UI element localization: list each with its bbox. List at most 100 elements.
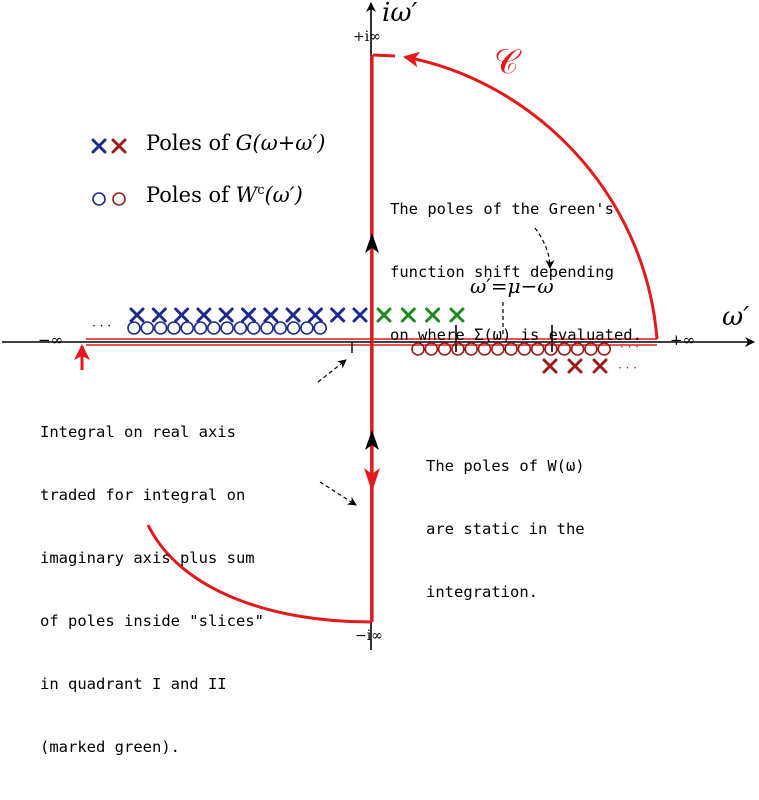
legend-w-arg: (ω′) — [264, 183, 303, 207]
pole-cross-red — [567, 358, 583, 374]
pole-cross-blue — [352, 307, 368, 323]
legend-w-prefix: Poles of — [146, 183, 236, 207]
legend-w-sup: c — [257, 183, 265, 198]
pole-cross-green — [376, 307, 392, 323]
pole-circle-red — [570, 342, 585, 356]
pole-circle-red — [557, 342, 572, 356]
g-poles-blue — [129, 307, 368, 323]
dots-left: · · · — [92, 319, 112, 333]
pole-circle-red — [451, 342, 465, 356]
pole-cross-blue — [285, 307, 301, 323]
contour-label: 𝒞 — [494, 42, 519, 82]
pole-circle-red — [597, 342, 612, 356]
pole-circle-red — [530, 342, 545, 356]
legend-circle-icons — [92, 192, 126, 206]
note-green-shift-line: The poles of the Green's — [390, 200, 614, 218]
legend-circle-red-icon — [112, 192, 126, 206]
pole-cross-green — [400, 307, 416, 323]
dots-right-crosses: · · · — [618, 361, 638, 375]
pole-circle-red — [424, 342, 439, 356]
diagram-svg — [2, 2, 755, 650]
pole-circle-red — [437, 342, 452, 356]
w-poles-red — [411, 342, 612, 356]
pole-circle-blue — [207, 321, 221, 335]
pole-cross-red — [542, 358, 558, 374]
legend-w-math: W — [235, 183, 258, 207]
leader-real-axis — [317, 359, 347, 383]
note-w-static-line: are static in the — [426, 520, 585, 538]
note-green-shift-line: function shift depending — [390, 263, 614, 281]
pole-circle-red — [477, 342, 492, 356]
pole-cross-blue — [241, 307, 256, 323]
pole-cross-blue — [151, 307, 167, 323]
note-w-static-line: integration. — [426, 583, 538, 601]
pole-cross-blue — [218, 307, 234, 323]
dots-right-circles: · · · — [620, 340, 640, 354]
pole-circle-red — [584, 342, 598, 356]
real-axis-label: ω′ — [722, 302, 750, 332]
arrow-imag-up-2 — [365, 430, 379, 450]
pole-circle-blue — [153, 321, 168, 335]
pole-circle-blue — [313, 321, 328, 335]
legend-cross-icons — [91, 138, 127, 154]
pole-circle-red — [464, 342, 479, 356]
pole-circle-blue — [220, 321, 234, 335]
pole-circle-red — [411, 342, 425, 356]
pole-cross-blue — [330, 307, 346, 323]
note-real-axis-line: (marked green). — [40, 738, 180, 756]
legend-circle-blue-icon — [92, 192, 106, 206]
contour-arc-lower — [146, 524, 372, 624]
leader-green-shift — [534, 227, 555, 269]
contour-arc-upper — [403, 51, 659, 340]
contour-arc-top-join — [372, 53, 396, 58]
pole-circle-blue — [286, 321, 301, 335]
note-real-axis-line: Integral on real axis — [40, 423, 236, 441]
w-poles-blue — [127, 321, 328, 335]
pole-circle-blue — [273, 321, 288, 335]
pole-cross-blue — [263, 307, 279, 323]
plus-inf-label: +∞ — [670, 331, 696, 349]
contour-diagram: iω′ ω′ +i∞ −i∞ +∞ −∞ 𝒞 Poles of G(ω+ω′) … — [2, 0, 755, 756]
pole-circle-blue — [140, 321, 155, 335]
note-w-static-line: The poles of W(ω) — [426, 457, 585, 475]
pole-circle-red — [517, 342, 532, 356]
pole-cross-blue — [174, 307, 190, 323]
note-green-shift-line: on where Σ(ω) is evaluated. — [390, 326, 642, 344]
legend-cross-red-icon — [111, 138, 127, 154]
g-poles-red — [542, 358, 608, 374]
leader-slices — [319, 481, 357, 506]
arrow-imag-up-1 — [365, 233, 379, 253]
legend-cross-blue-icon — [91, 138, 107, 154]
note-real-axis-line: in quadrant I and II — [40, 675, 227, 693]
legend-g-poles: Poles of G(ω+ω′) — [146, 131, 325, 155]
note-real-axis: Integral on real axis traded for integra… — [40, 380, 264, 800]
pole-circle-blue — [260, 321, 274, 335]
pole-circle-blue — [167, 321, 181, 335]
legend-w-poles: Poles of Wc(ω′) — [146, 183, 303, 207]
note-real-axis-line: traded for integral on — [40, 486, 246, 504]
pole-circle-blue — [233, 321, 248, 335]
pole-cross-red — [592, 358, 608, 374]
pole-circle-blue — [127, 321, 141, 335]
arrow-imag-down — [364, 468, 380, 492]
minus-i-inf-label: −i∞ — [355, 628, 383, 644]
note-real-axis-line: imaginary axis plus sum — [40, 549, 255, 567]
pole-circle-blue — [193, 321, 208, 335]
note-green-shift: The poles of the Green's function shift … — [390, 157, 642, 388]
pole-circle-blue — [246, 321, 261, 335]
pole-cross-blue — [196, 307, 212, 323]
pole-circle-red — [504, 342, 518, 356]
legend-g-math: G(ω+ω′) — [235, 131, 326, 155]
pole-circle-blue — [180, 321, 194, 335]
pole-cross-blue — [129, 307, 145, 323]
pole-cross-green — [449, 307, 465, 323]
plus-i-inf-label: +i∞ — [353, 29, 381, 45]
pole-circle-blue — [300, 321, 314, 335]
note-w-static: The poles of W(ω) are static in the inte… — [426, 414, 585, 645]
pole-circle-red — [544, 342, 558, 356]
minus-inf-label: −∞ — [38, 331, 64, 349]
note-real-axis-line: of poles inside "slices" — [40, 612, 264, 630]
pole-circle-red — [490, 342, 505, 356]
g-poles-green — [376, 307, 465, 323]
imag-axis-label: iω′ — [382, 0, 418, 28]
